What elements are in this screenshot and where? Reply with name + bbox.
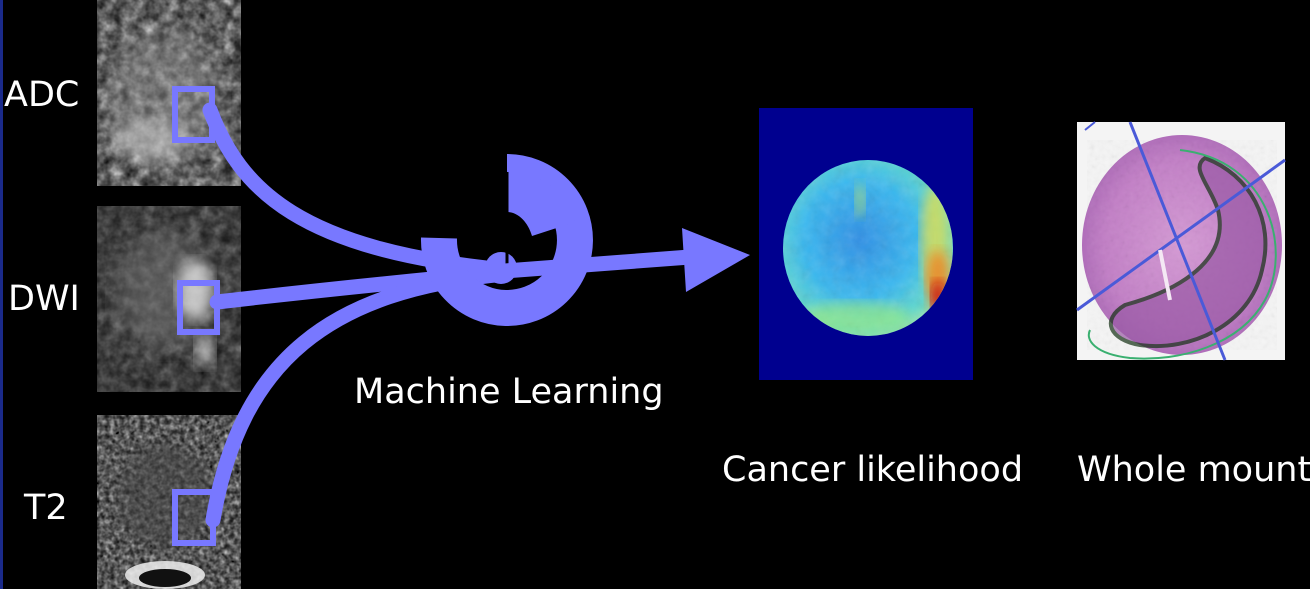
cancer-likelihood-label: Cancer likelihood	[722, 450, 1024, 490]
left-edge-bar	[0, 0, 3, 589]
machine-learning-label: Machine Learning	[354, 372, 664, 412]
output-arrow	[497, 249, 698, 279]
spiral-logo-icon	[420, 154, 593, 326]
dwi-image	[97, 206, 241, 392]
adc-connector	[202, 102, 513, 278]
output-arrowhead	[682, 228, 750, 292]
dwi-label: DWI	[8, 279, 80, 319]
adc-label: ADC	[4, 75, 80, 115]
whole-mount-image	[1076, 121, 1286, 361]
whole-mount-label: Whole mount	[1077, 450, 1310, 490]
cancer-likelihood-heatmap	[759, 108, 973, 380]
t2-label: T2	[24, 488, 68, 528]
adc-image	[97, 0, 241, 186]
